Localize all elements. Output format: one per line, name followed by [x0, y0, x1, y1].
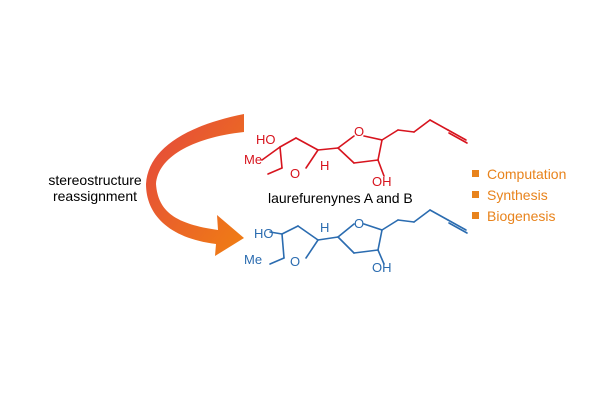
top-atom-labels: HO Me O H O OH: [244, 124, 392, 189]
feature-item: Computation: [472, 163, 566, 184]
top-o-left: O: [290, 166, 300, 181]
bullet-square-icon: [472, 212, 479, 219]
feature-label: Synthesis: [487, 186, 548, 203]
bottom-ho: HO: [254, 226, 274, 241]
left-label-line2: reassignment: [52, 188, 138, 204]
left-label-line1: stereostructure: [48, 172, 142, 188]
bottom-h: H: [320, 220, 329, 235]
bullet-square-icon: [472, 170, 479, 177]
feature-label: Computation: [487, 165, 567, 182]
bottom-o-left: O: [290, 254, 300, 269]
feature-label: Biogenesis: [487, 207, 556, 224]
compound-name: laurefurenynes A and B: [268, 190, 413, 206]
top-et: Me: [244, 152, 262, 167]
top-molecule: [261, 119, 468, 177]
feature-item: Biogenesis: [472, 205, 566, 226]
bottom-o-right: O: [354, 216, 364, 231]
reassignment-arrow: [146, 114, 244, 256]
bottom-atom-labels: HO Me O H O OH: [244, 216, 392, 275]
bottom-molecule: [269, 209, 468, 265]
top-ho: HO: [256, 132, 276, 147]
top-o-right: O: [354, 124, 364, 139]
top-h: H: [320, 158, 329, 173]
feature-list: Computation Synthesis Biogenesis: [472, 163, 566, 226]
bullet-square-icon: [472, 191, 479, 198]
feature-item: Synthesis: [472, 184, 566, 205]
top-oh: OH: [372, 174, 392, 189]
arrow-body: [146, 114, 244, 256]
bottom-et: Me: [244, 252, 262, 267]
bottom-oh: OH: [372, 260, 392, 275]
left-label: stereostructure reassignment: [40, 172, 150, 204]
